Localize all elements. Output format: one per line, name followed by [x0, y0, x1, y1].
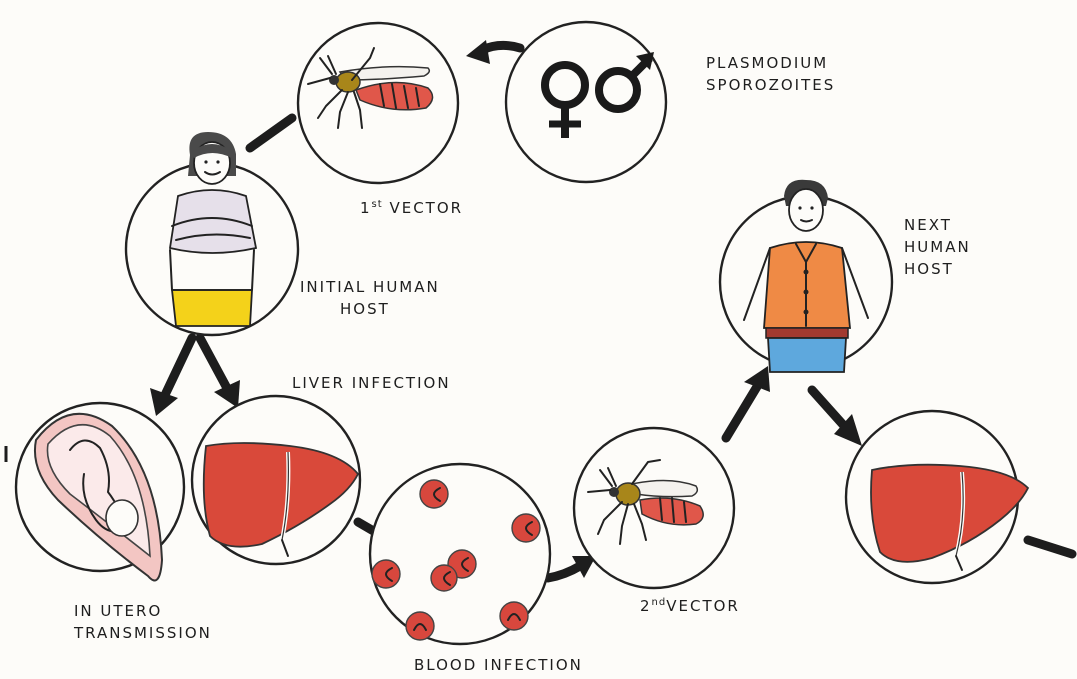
sporozoites-label: PLASMODIUM SPOROZOITES: [706, 52, 835, 96]
blood-cell-icon: [372, 560, 400, 588]
in-utero-label: IN UTERO TRANSMISSION: [74, 600, 212, 644]
next-host-label-line3: HOST: [904, 258, 971, 280]
first-vector-circle: [298, 23, 458, 183]
arrow-blood-to-vector: [548, 556, 596, 578]
arrow-host-to-in-utero: [150, 338, 192, 416]
initial-host-circle: [126, 132, 298, 335]
blood-cell-icon: [420, 480, 448, 508]
liver-infection-label: LIVER INFECTION: [292, 372, 451, 394]
liver-infection-circle: [192, 396, 360, 564]
connector-vector-to-host: [250, 118, 292, 148]
sporozoites-circle: [506, 22, 666, 182]
blood-cell-icon: [512, 514, 540, 542]
second-vector-number: 2: [640, 597, 652, 615]
next-host-label-line2: HUMAN: [904, 236, 971, 258]
sporozoites-label-line1: PLASMODIUM: [706, 52, 835, 74]
in-utero-label-line1: IN UTERO: [74, 600, 212, 622]
initial-host-label-line1: INITIAL HUMAN: [300, 276, 440, 298]
next-host-liver-circle: [846, 411, 1028, 583]
next-host-label-line1: NEXT: [904, 214, 971, 236]
blood-cell-icon: [431, 565, 457, 591]
arrow-host-to-liver: [200, 338, 240, 408]
blood-cell-icon: [406, 612, 434, 640]
next-host-label: NEXT HUMAN HOST: [904, 214, 971, 280]
in-utero-circle: [16, 403, 184, 580]
first-vector-suffix: st: [372, 199, 383, 210]
blood-infection-circle: [370, 464, 550, 644]
second-vector-suffix: nd: [652, 597, 667, 608]
initial-host-label: INITIAL HUMAN HOST: [300, 276, 440, 320]
arrow-liver-continues: [1028, 540, 1072, 554]
blood-cell-icon: [500, 602, 528, 630]
blood-infection-label: BLOOD INFECTION: [414, 654, 583, 676]
in-utero-label-line2: TRANSMISSION: [74, 622, 212, 644]
arrow-next-host-to-liver: [812, 390, 862, 446]
initial-host-figure-icon: [170, 132, 256, 326]
second-vector-label: 2ndVECTOR: [640, 592, 740, 617]
first-vector-label: 1st VECTOR: [360, 194, 463, 219]
sporozoites-label-line2: SPOROZOITES: [706, 74, 835, 96]
second-vector-word: VECTOR: [666, 597, 740, 615]
arrow-vector-to-next-host: [726, 366, 770, 438]
initial-host-label-line2: HOST: [300, 298, 440, 320]
arrow-sporozoites-to-vector: [466, 40, 520, 64]
first-vector-number: 1: [360, 199, 372, 217]
next-host-circle: [720, 180, 892, 372]
second-vector-circle: [574, 428, 734, 588]
first-vector-word: VECTOR: [389, 199, 463, 217]
